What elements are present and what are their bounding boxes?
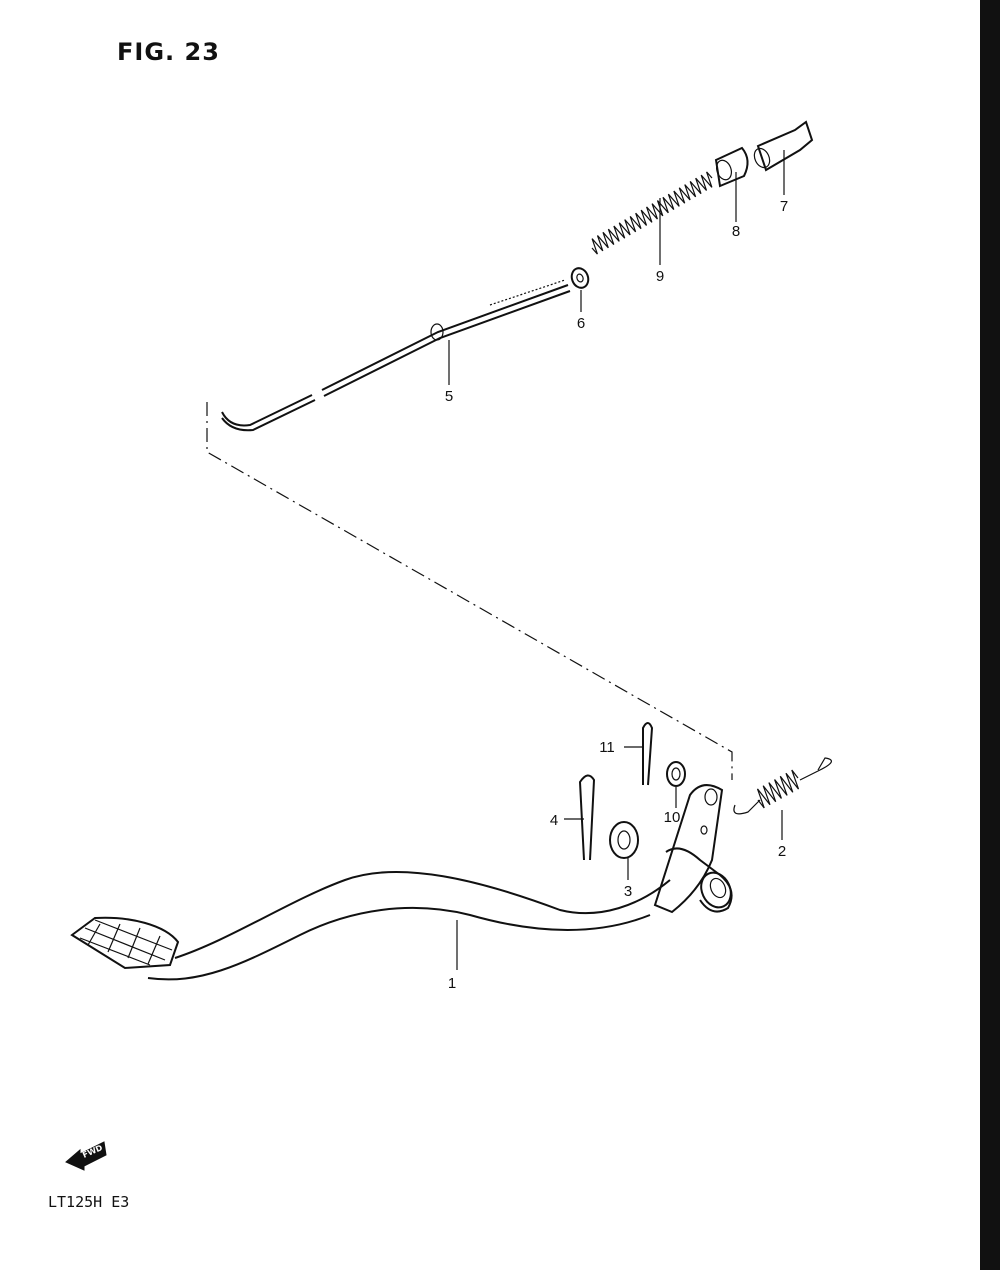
callout-labels: 1 2 3 4 5 6 7 8 9 10 11 — [445, 198, 788, 992]
callout-10: 10 — [664, 809, 681, 826]
forward-direction-badge: FWD — [65, 1141, 107, 1171]
washer-part-6 — [570, 267, 590, 289]
callout-3: 3 — [624, 883, 632, 900]
figure-title: FIG. 23 — [117, 38, 220, 66]
brake-rod — [221, 279, 571, 432]
page-edge-border — [980, 0, 1000, 1270]
model-code: LT125H E3 — [48, 1193, 130, 1211]
callout-8: 8 — [732, 223, 740, 240]
callout-4: 4 — [550, 812, 558, 829]
callout-2: 2 — [778, 843, 786, 860]
spring-part-9 — [591, 171, 713, 255]
guide-line — [206, 402, 733, 780]
pin-part-7 — [753, 120, 814, 172]
brake-pedal-part-1 — [70, 784, 733, 981]
joint-part-8 — [714, 146, 749, 188]
callout-1: 1 — [448, 975, 456, 992]
cotter-pin-part-4 — [578, 774, 596, 861]
callout-5: 5 — [445, 388, 453, 405]
callout-11: 11 — [599, 739, 615, 756]
callout-7: 7 — [780, 198, 788, 215]
washer-part-10 — [666, 761, 686, 787]
callout-6: 6 — [577, 315, 585, 332]
pedal-grip-pattern — [79, 919, 173, 966]
cotter-pin-part-11 — [642, 722, 654, 786]
return-spring-part-2 — [733, 757, 832, 815]
leader-lines — [448, 150, 785, 970]
callout-9: 9 — [656, 268, 664, 285]
washer-part-3 — [609, 821, 639, 859]
